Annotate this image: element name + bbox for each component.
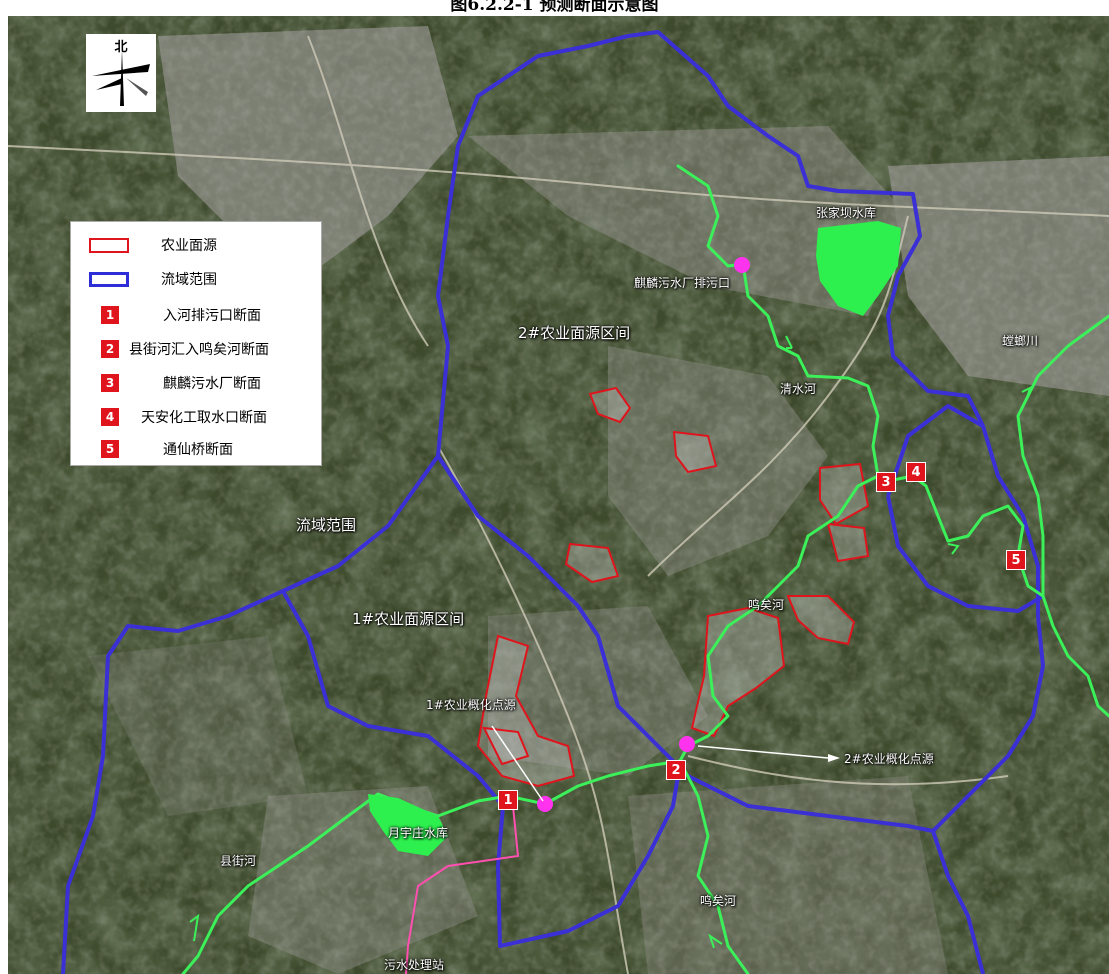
legend-label: 流域范围 <box>161 272 217 288</box>
legend-label: 麒麟污水厂断面 <box>163 376 261 392</box>
legend-label: 农业面源 <box>161 238 217 254</box>
map-legend: 农业面源 流域范围 1 入河排污口断面 2 县街河汇入鸣矣河断面 3 麒麟污水厂… <box>70 221 322 466</box>
yueyazhuang-reservoir <box>368 794 448 856</box>
legend-item-section-5: 5 通仙桥断面 <box>71 436 321 462</box>
label-mingyi-river-south: 鸣矣河 <box>700 894 737 908</box>
agri-swatch <box>89 237 129 253</box>
section-marker-1[interactable]: 1 <box>498 790 518 810</box>
point-source-1[interactable] <box>537 796 553 812</box>
legend-label: 天安化工取水口断面 <box>141 410 267 426</box>
label-yueyazhuang-reservoir: 月宇庄水库 <box>388 826 449 840</box>
flow-arrows <box>189 335 1032 949</box>
watershed-swatch <box>89 271 129 287</box>
watershed-boundary <box>61 30 1045 974</box>
legend-label: 县街河汇入鸣矣河断面 <box>129 342 269 358</box>
point-source-2[interactable] <box>679 736 695 752</box>
section-marker-2[interactable]: 2 <box>666 760 686 780</box>
road-network <box>8 35 1109 974</box>
legend-number: 3 <box>101 374 119 392</box>
legend-item-watershed: 流域范围 <box>71 266 321 292</box>
label-zhangjiaba-reservoir: 张家坝水库 <box>816 206 877 220</box>
label-point-source-1: 1#农业概化点源 <box>426 698 516 712</box>
label-qilin-outfall: 麒麟污水厂排污口 <box>634 276 731 290</box>
satellite-map[interactable]: 北 农业面源 流域范围 1 入河排污口断面 2 县街河汇入鸣矣河断面 3 麒麟污… <box>8 16 1109 974</box>
sewage-pipeline <box>405 805 520 974</box>
section-marker-5[interactable]: 5 <box>1006 550 1026 570</box>
leader-lines <box>491 725 840 802</box>
legend-item-section-3: 3 麒麟污水厂断面 <box>71 370 321 396</box>
label-mingyi-river-mid: 鸣矣河 <box>748 598 785 612</box>
label-east-river: 螳螂川 <box>1002 334 1039 348</box>
legend-number: 1 <box>101 306 119 324</box>
section-marker-3[interactable]: 3 <box>876 472 896 492</box>
legend-item-section-4: 4 天安化工取水口断面 <box>71 404 321 430</box>
north-label: 北 <box>114 40 128 55</box>
qilin-outfall-point[interactable] <box>734 257 750 273</box>
legend-number: 5 <box>101 440 119 458</box>
agri-source-areas <box>476 386 870 788</box>
label-zone-2: 2#农业面源区间 <box>518 324 631 342</box>
zhangjiaba-reservoir <box>816 221 901 316</box>
legend-number: 2 <box>101 340 119 358</box>
legend-item-section-1: 1 入河排污口断面 <box>71 302 321 328</box>
label-sewage-station: 污水处理站 <box>384 958 445 972</box>
urban-texture <box>8 16 1109 974</box>
section-marker-4[interactable]: 4 <box>906 462 926 482</box>
legend-item-section-2: 2 县街河汇入鸣矣河断面 <box>71 336 321 362</box>
legend-label: 入河排污口断面 <box>163 308 261 324</box>
label-watershed: 流域范围 <box>296 516 357 534</box>
label-xianjie-river: 县街河 <box>220 854 257 868</box>
legend-item-agri: 农业面源 <box>71 232 321 258</box>
label-zone-1: 1#农业面源区间 <box>352 610 465 628</box>
label-qingshui-river: 清水河 <box>780 382 817 396</box>
north-compass: 北 <box>86 34 156 112</box>
figure-caption: 图6.2.2-1 预测断面示意图 <box>450 0 659 14</box>
legend-number: 4 <box>101 408 119 426</box>
north-arrow-icon <box>92 50 150 106</box>
legend-label: 通仙桥断面 <box>163 442 233 458</box>
map-canvas <box>8 16 1109 974</box>
label-point-source-2: 2#农业概化点源 <box>844 752 934 766</box>
